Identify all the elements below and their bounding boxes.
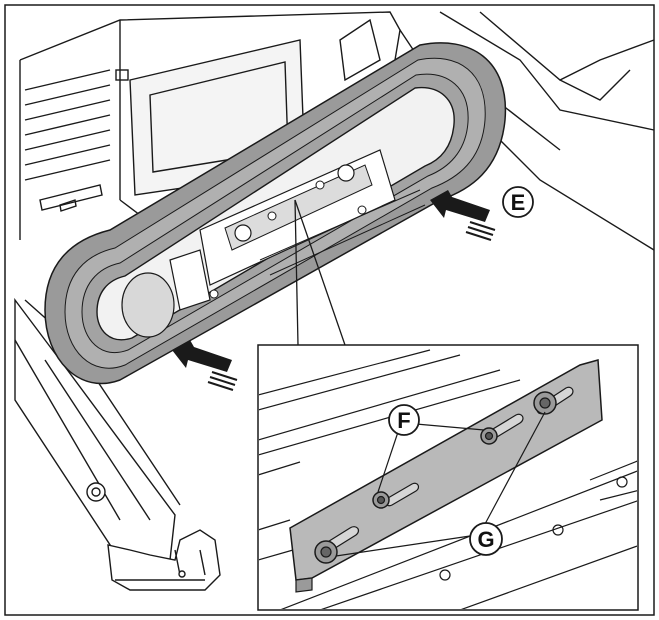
callout-f-label: F — [397, 408, 410, 433]
callout-e-label: E — [511, 190, 526, 215]
arrow-upper-right — [430, 190, 496, 241]
callout-g: G — [469, 522, 503, 556]
callout-f: F — [388, 404, 420, 436]
belt-cover — [44, 42, 507, 385]
zoom-leader — [294, 199, 346, 346]
arrow-lower-left — [172, 340, 238, 391]
callout-e: E — [502, 186, 534, 218]
callout-g-label: G — [477, 527, 494, 552]
detail-inset — [257, 344, 639, 611]
